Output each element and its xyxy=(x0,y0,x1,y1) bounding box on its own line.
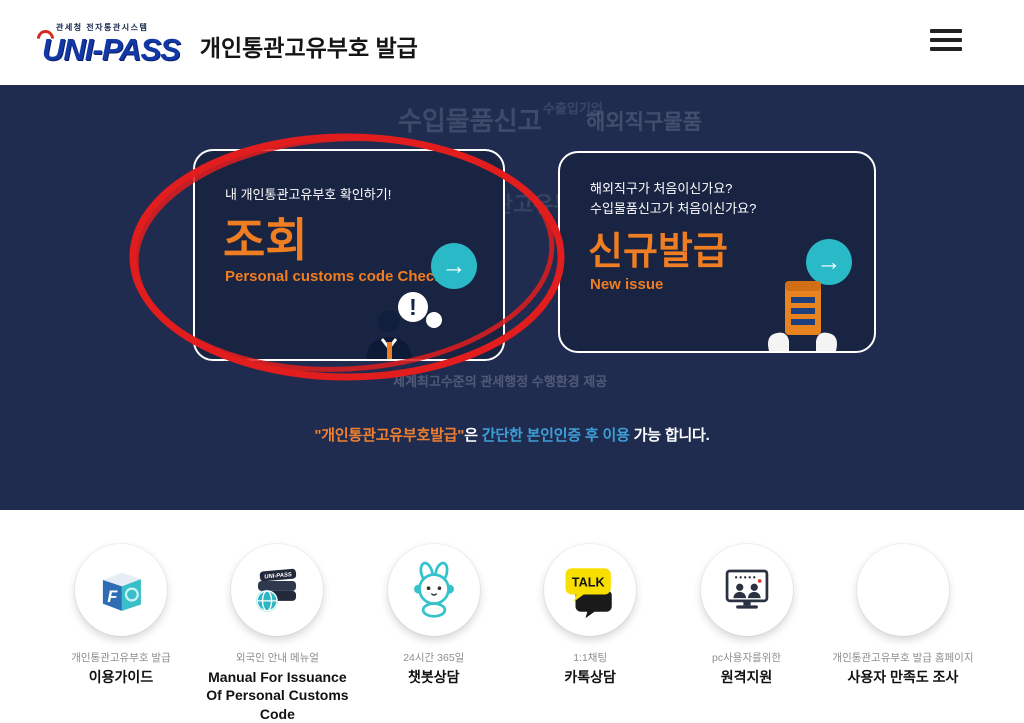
watermark-text: 세계최고수준의 관세행정 수행환경 제공 xyxy=(393,374,608,389)
manual-circle: UNI-PASS xyxy=(231,544,324,636)
footer-item-caption: 개인통관고유부호 발급 xyxy=(71,652,171,664)
person-exclamation-illustration: ! xyxy=(366,292,442,359)
unipass-logo[interactable]: 관세청 전자통관시스템 UNI-PASS xyxy=(42,20,181,67)
new-card-subtitle-line2: 수입물품신고가 처음이신가요? xyxy=(590,201,757,217)
new-card-subtitle-en: New issue xyxy=(590,276,664,294)
notice-highlight-orange: "개인통관고유부호발급" xyxy=(314,427,465,444)
chatbot-rabbit-icon xyxy=(413,561,454,618)
watermark-text: 수출입기업 xyxy=(543,101,603,116)
manual-books-icon: UNI-PASS xyxy=(256,568,297,612)
svg-text:F: F xyxy=(107,588,118,606)
footer-item-chatbot[interactable]: 24시간 365일 챗봇상담 xyxy=(357,510,511,715)
footer-item-manual[interactable]: UNI-PASS 외국인 안내 메뉴얼 Manual For Issuance … xyxy=(200,510,354,722)
new-card-subtitle: 해외직구가 처음이신가요? 수입물품신고가 처음이신가요? xyxy=(590,179,874,219)
footer-item-guide[interactable]: F 개인통관고유부호 발급 이용가이드 xyxy=(44,510,198,715)
footer-item-label: 원격지원 xyxy=(720,669,773,686)
kakao-circle: TALK xyxy=(544,544,637,636)
svg-text:TALK: TALK xyxy=(572,575,606,589)
new-issue-arrow-icon[interactable]: → xyxy=(806,239,852,285)
footer-item-remote[interactable]: pc사용자를위한 원격지원 xyxy=(670,510,824,715)
guide-circle: F xyxy=(75,544,167,636)
check-arrow-icon[interactable]: → xyxy=(431,243,477,289)
watermark-text: 해외직구물품 xyxy=(586,111,702,134)
new-issue-card[interactable]: 해외직구가 처음이신가요? 수입물품신고가 처음이신가요? 신규발급 New i… xyxy=(558,151,876,353)
footer-item-caption: 개인통관고유부호 발급 홈페이지 xyxy=(832,652,974,664)
logo-small-text: 관세청 전자통관시스템 xyxy=(56,23,149,32)
footer-item-label: Manual For Issuance Of Personal Customs … xyxy=(206,669,349,722)
watermark-text: 수입물품신고 xyxy=(398,106,542,136)
footer-item-label: 챗봇상담 xyxy=(408,669,460,686)
remote-circle xyxy=(700,544,793,636)
page-title: 개인통관고유부호 발급 xyxy=(199,34,418,61)
footer-item-caption: 1:1채팅 xyxy=(573,652,608,664)
kakaotalk-icon: TALK xyxy=(565,568,612,619)
footer-item-caption: 24시간 365일 xyxy=(403,652,465,664)
hero-section: 수입물품신고 수출입기업 해외직구물품 개인통관고유부호 세계최고수준의 관세행… xyxy=(0,85,1024,510)
notice-highlight-blue: 간단한 본인인증 후 이용 xyxy=(481,427,630,444)
chatbot-circle xyxy=(387,544,480,636)
notice-text: "개인통관고유부호발급"은 간단한 본인인증 후 이용 가능 합니다. xyxy=(0,424,1024,445)
remote-support-icon xyxy=(725,569,768,609)
header: 관세청 전자통관시스템 UNI-PASS 개인통관고유부호 발급 xyxy=(0,0,1024,85)
new-card-subtitle-line1: 해외직구가 처음이신가요? xyxy=(590,181,733,196)
new-card-title: 신규발급 xyxy=(588,231,728,274)
quick-menu: F 개인통관고유부호 발급 이용가이드 UNI-PASS xyxy=(0,510,1024,722)
footer-item-label: 이용가이드 xyxy=(88,669,154,686)
footer-item-kakao[interactable]: TALK 1:1채팅 카톡상담 xyxy=(513,510,667,715)
svg-text:!: ! xyxy=(409,294,417,320)
guide-cube-icon: F xyxy=(102,572,141,611)
customs-code-check-card[interactable]: 내 개인통관고유부호 확인하기! 조회 Personal customs cod… xyxy=(193,149,505,361)
footer-item-caption: pc사용자를위한 xyxy=(712,652,782,664)
footer-item-label: 사용자 만족도 조사 xyxy=(847,669,959,686)
footer-item-label: 카톡상담 xyxy=(564,669,616,686)
notice-tail: 가능 합니다. xyxy=(629,427,710,444)
check-card-subtitle: 내 개인통관고유부호 확인하기! xyxy=(225,187,392,202)
footer-item-caption: 외국인 안내 메뉴얼 xyxy=(235,652,319,664)
logo-text: UNI-PASS xyxy=(42,32,181,67)
footer-item-survey[interactable]: 개인통관고유부호 발급 홈페이지 사용자 만족도 조사 xyxy=(826,510,980,715)
notice-mid: 은 xyxy=(464,427,482,444)
menu-icon[interactable] xyxy=(930,29,962,56)
svg-text:UNI-PASS: UNI-PASS xyxy=(264,572,292,580)
survey-circle xyxy=(856,544,949,636)
